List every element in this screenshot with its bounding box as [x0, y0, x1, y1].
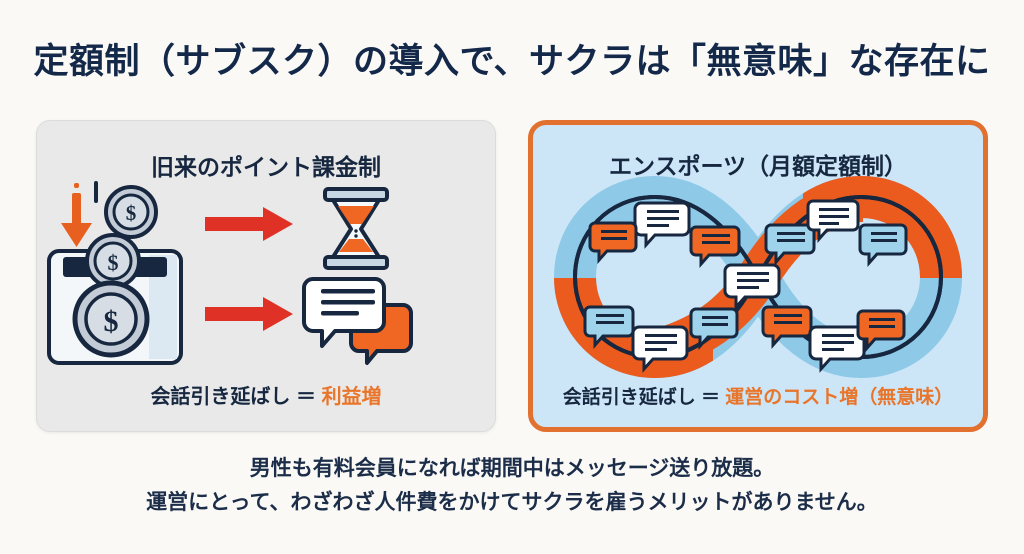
svg-text:$: $	[126, 201, 137, 225]
coin-bank-icon: $ $	[47, 233, 183, 365]
chat-bubbles-icon	[302, 277, 413, 365]
page-title: 定額制（サブスク）の導入で、サクラは「無意味」な存在に	[33, 42, 991, 81]
card-right-caption-prefix: 会話引き延ばし ＝	[562, 387, 726, 408]
card-right-illustration	[533, 175, 983, 380]
chat-bubble-icon	[723, 263, 781, 311]
card-right-caption-accent: 運営のコスト増（無意味）	[725, 387, 954, 408]
card-left-illustration: $ $ $	[37, 179, 497, 369]
chat-bubble-icon	[858, 223, 908, 267]
footer-note: 男性も有料会員になれば期間中はメッセージ送り放題。 運営にとって、わざわざ人件費…	[0, 452, 1024, 520]
card-enspo-subscription: エンスポーツ（月額定額制）	[528, 120, 988, 432]
chat-bubble-icon	[689, 225, 741, 268]
coin-icon: $	[104, 185, 158, 239]
right-arrow-icon	[205, 207, 293, 241]
card-right-caption: 会話引き延ばし ＝ 運営のコスト増（無意味）	[533, 382, 983, 409]
chat-bubble-icon	[806, 199, 860, 243]
card-left-caption: 会話引き延ばし ＝ 利益増	[37, 380, 495, 409]
chat-bubble-icon	[761, 305, 813, 349]
svg-text:$: $	[104, 305, 119, 338]
footer-line-2: 運営にとって、わざわざ人件費をかけてサクラを雇うメリットがありません。	[146, 491, 878, 514]
right-arrow-icon	[205, 297, 293, 331]
card-left-caption-accent: 利益増	[321, 386, 382, 408]
chat-bubble-icon	[583, 305, 635, 349]
hourglass-icon	[323, 187, 389, 270]
chat-bubble-icon	[856, 309, 906, 352]
down-arrow-icon	[61, 181, 98, 247]
svg-text:$: $	[108, 250, 119, 275]
chat-bubble-icon	[588, 221, 638, 264]
chat-bubble-icon	[689, 307, 739, 350]
footer-line-1: 男性も有料会員になれば期間中はメッセージ送り放題。	[249, 457, 775, 480]
chat-bubble-icon	[631, 325, 689, 373]
card-right-title: エンスポーツ（月額定額制）	[608, 153, 908, 179]
card-legacy-point-billing: 旧来のポイント課金制 $	[36, 120, 496, 432]
chat-bubble-icon	[633, 201, 691, 249]
card-left-caption-prefix: 会話引き延ばし ＝	[150, 386, 322, 408]
card-left-title: 旧来のポイント課金制	[151, 154, 381, 180]
